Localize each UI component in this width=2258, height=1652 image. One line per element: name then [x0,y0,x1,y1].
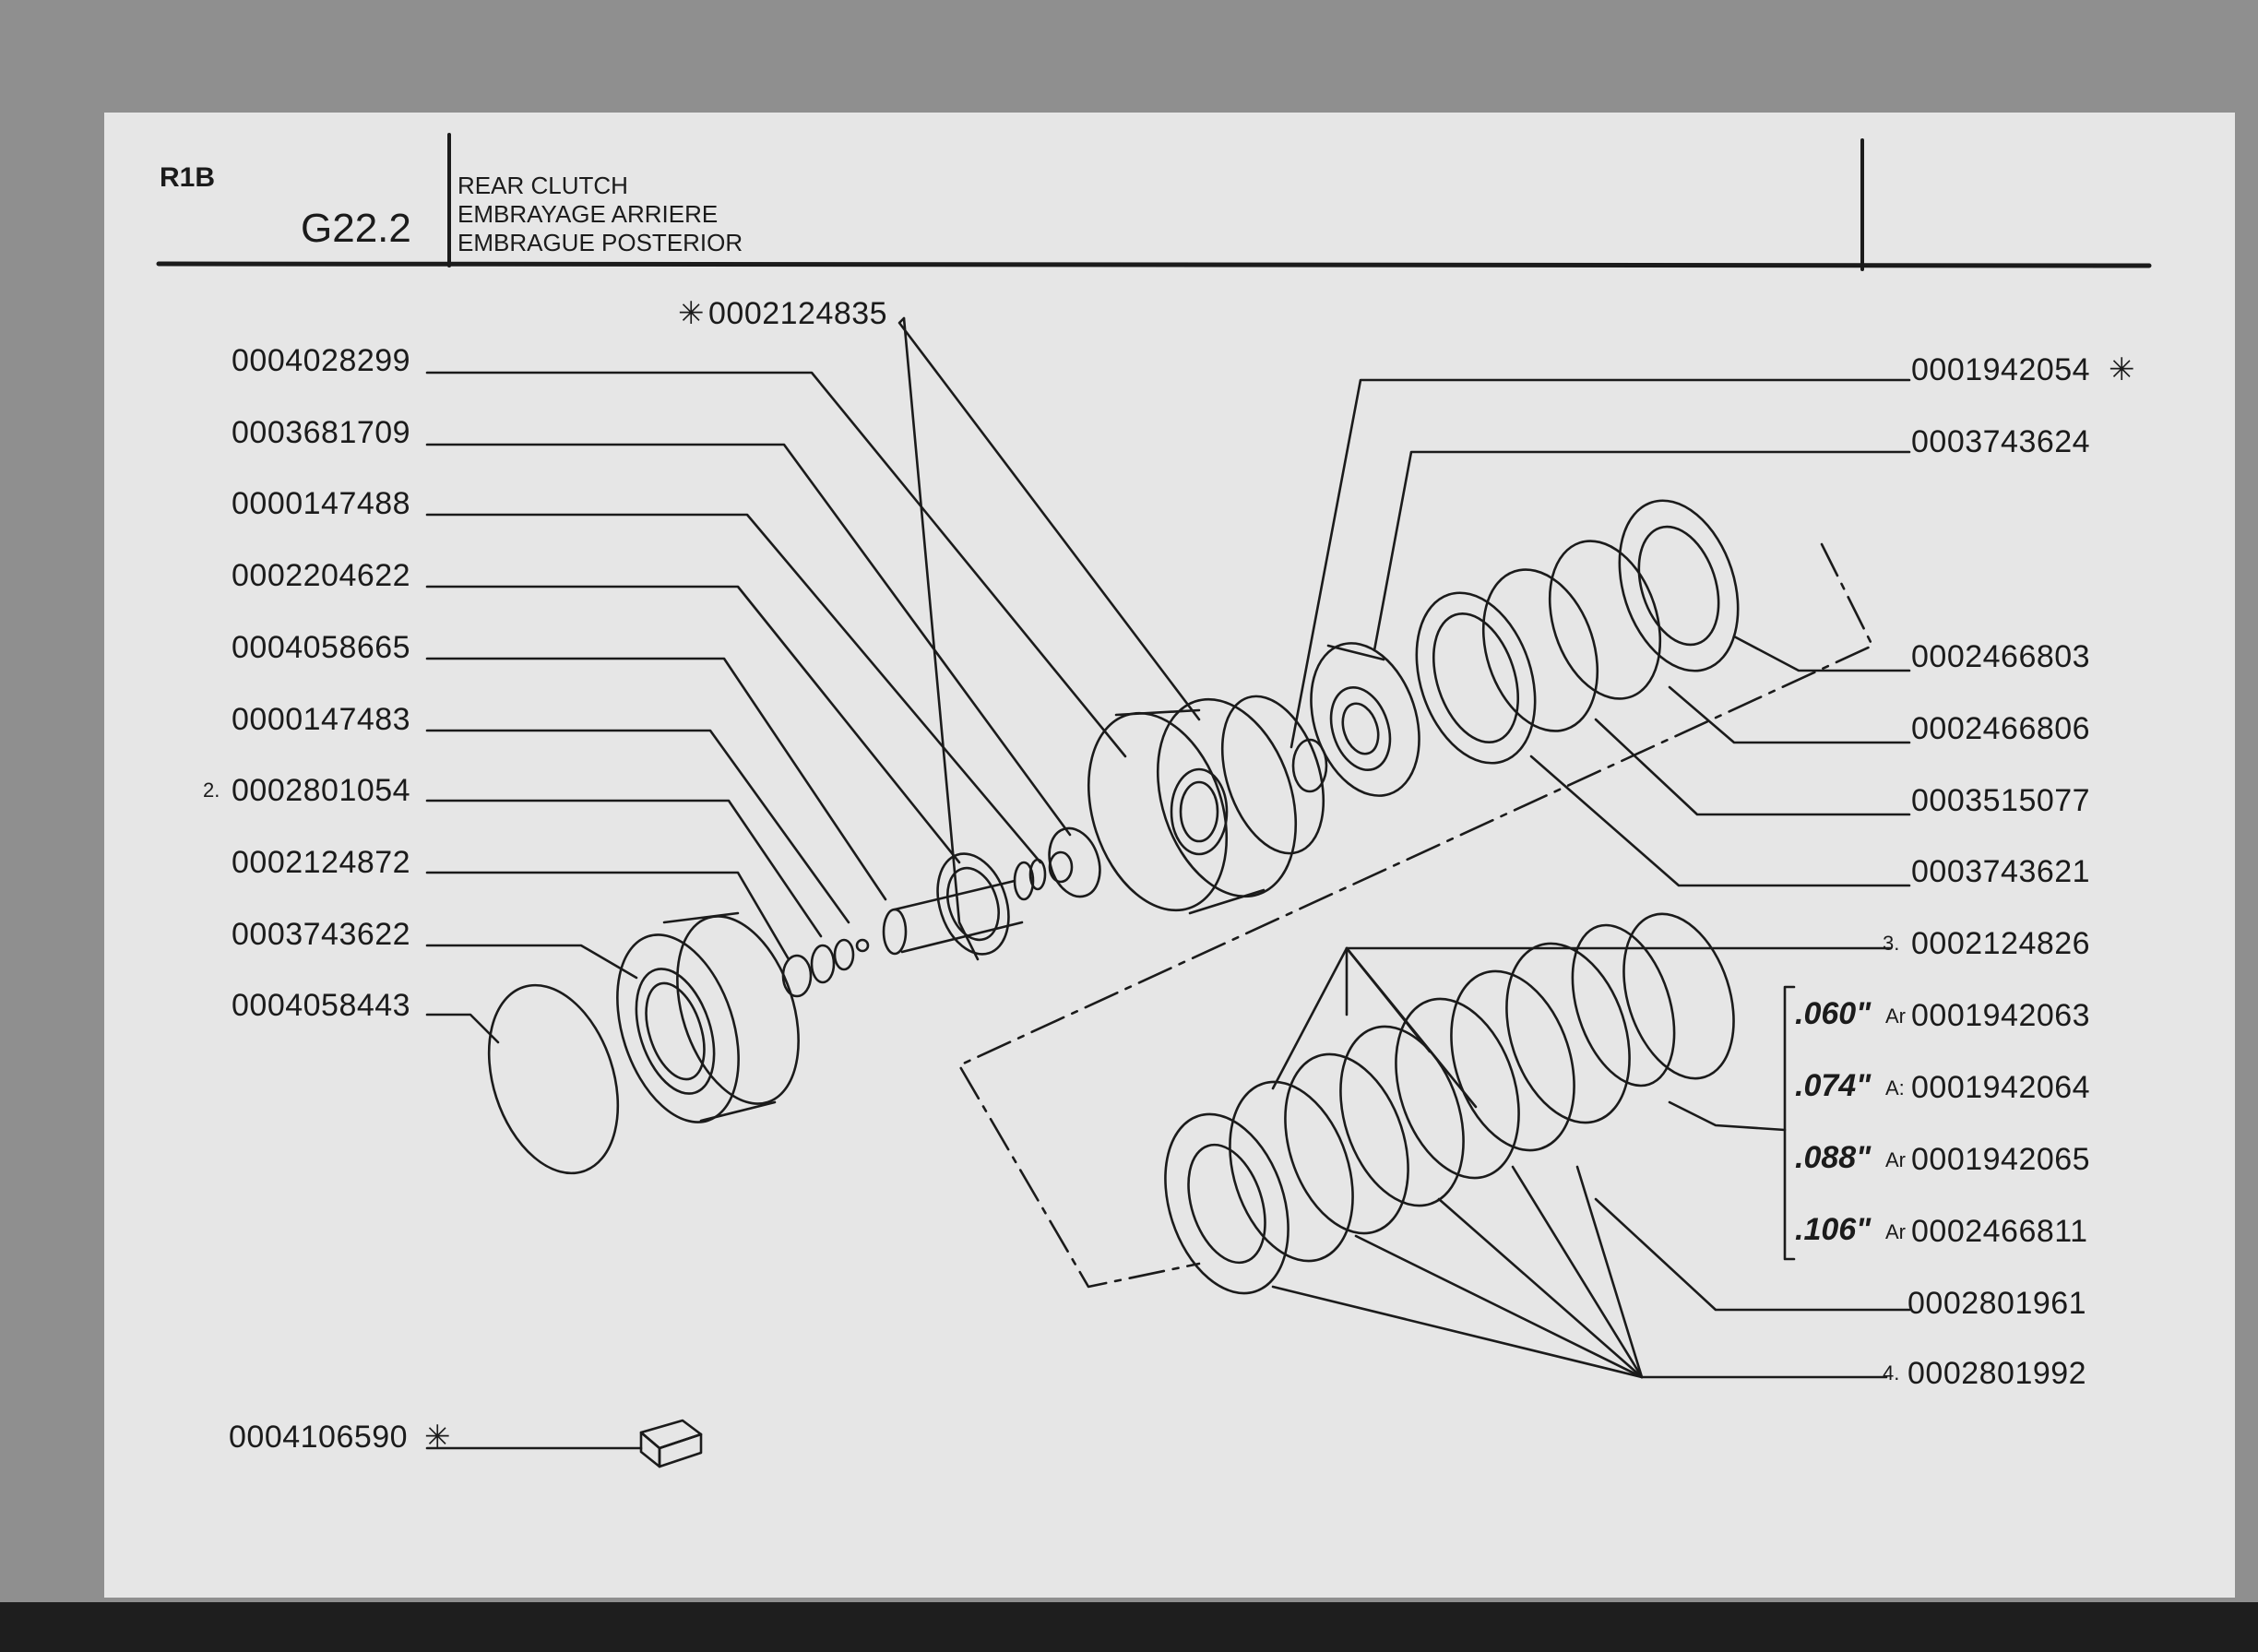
quantity-mark: 2. [203,778,220,802]
thickness-mark: A: [1885,1076,1905,1099]
spring-ring [1481,568,1599,732]
thickness-size: .060" [1795,996,1872,1031]
small-ring-a [781,954,813,998]
title-english: REAR CLUTCH [458,172,628,199]
small-ring-c [833,938,855,971]
retainer-plate [1415,591,1537,765]
part-label-right: 0001942054 [1911,352,2091,387]
thickness-code: 0001942064 [1911,1070,2091,1105]
part-label-left: 0000147483 [232,702,411,737]
snap-ring-hub [1291,738,1328,793]
part-label-top: 0002124835 [708,296,888,331]
thickness-size: .088" [1795,1140,1872,1175]
star-mark: ✳ [424,1420,451,1455]
pressure-plate [1618,499,1740,672]
catalog-sheet [104,113,2235,1598]
selective-plate [1622,912,1735,1080]
header-rule [156,261,2152,268]
quantity-mark: 3. [1883,932,1900,955]
section-number: G22.2 [301,206,411,251]
part-label-left: 0003681709 [232,415,411,450]
thickness-mark: Ar [1885,1148,1906,1171]
part-label-right: 0002124826 [1911,926,2091,961]
subassembly-outline [957,542,1874,1289]
scan-border [0,1602,2258,1652]
leader-lines-right [1271,378,1911,1379]
part-label-right: 0002466806 [1911,711,2091,746]
thickness-code: 0002466811 [1911,1214,2088,1249]
bushing [1048,826,1101,898]
thickness-mark: Ar [1885,1220,1906,1243]
part-label-left: 0004028299 [232,343,411,378]
part-label-right: 0002801992 [1907,1356,2087,1391]
part-label-left: 0004058443 [232,988,411,1023]
star-mark: ✳ [678,296,705,331]
clutch-hub [1087,695,1325,915]
title-spanish: EMBRAGUE POSTERIOR [458,229,743,256]
dished-spring [1548,540,1662,700]
thickness-size: .106" [1795,1212,1872,1247]
thickness-code: 0001942063 [1911,998,2091,1033]
part-label-left: 0004058665 [232,630,411,665]
kit-label: 0004106590 [229,1420,409,1455]
part-label-left: 0000147488 [232,486,411,521]
small-ring-b [810,944,836,984]
part-label-left: 0002801054 [232,773,411,808]
thickness-size: .074" [1795,1068,1872,1103]
part-label-right: 0003515077 [1911,783,2091,818]
star-mark: ✳ [2109,352,2135,387]
piston [1310,642,1420,797]
part-label-left: 0002124872 [232,845,411,880]
leader-lines-left [425,316,1201,1450]
part-label-left: 0002204622 [232,558,411,593]
part-label-right: 0002801961 [1907,1286,2087,1321]
title-french: EMBRAYAGE ARRIERE [458,200,719,228]
model-code: R1B [160,162,216,193]
thickness-code: 0001942065 [1911,1142,2091,1177]
input-shaft [882,852,1047,956]
thickness-mark: Ar [1885,1004,1906,1028]
part-label-left: 0003743622 [232,917,411,952]
part-label-right: 0002466803 [1911,639,2091,674]
part-label-right: 0003743624 [1911,424,2091,459]
quantity-mark: 4. [1883,1361,1900,1385]
seal-kit-package [639,1419,703,1468]
part-label-right: 0003743621 [1911,854,2091,889]
seal-ring [487,983,620,1175]
clutch-drum [616,911,800,1123]
clutch-plate-stack [1164,923,1676,1295]
